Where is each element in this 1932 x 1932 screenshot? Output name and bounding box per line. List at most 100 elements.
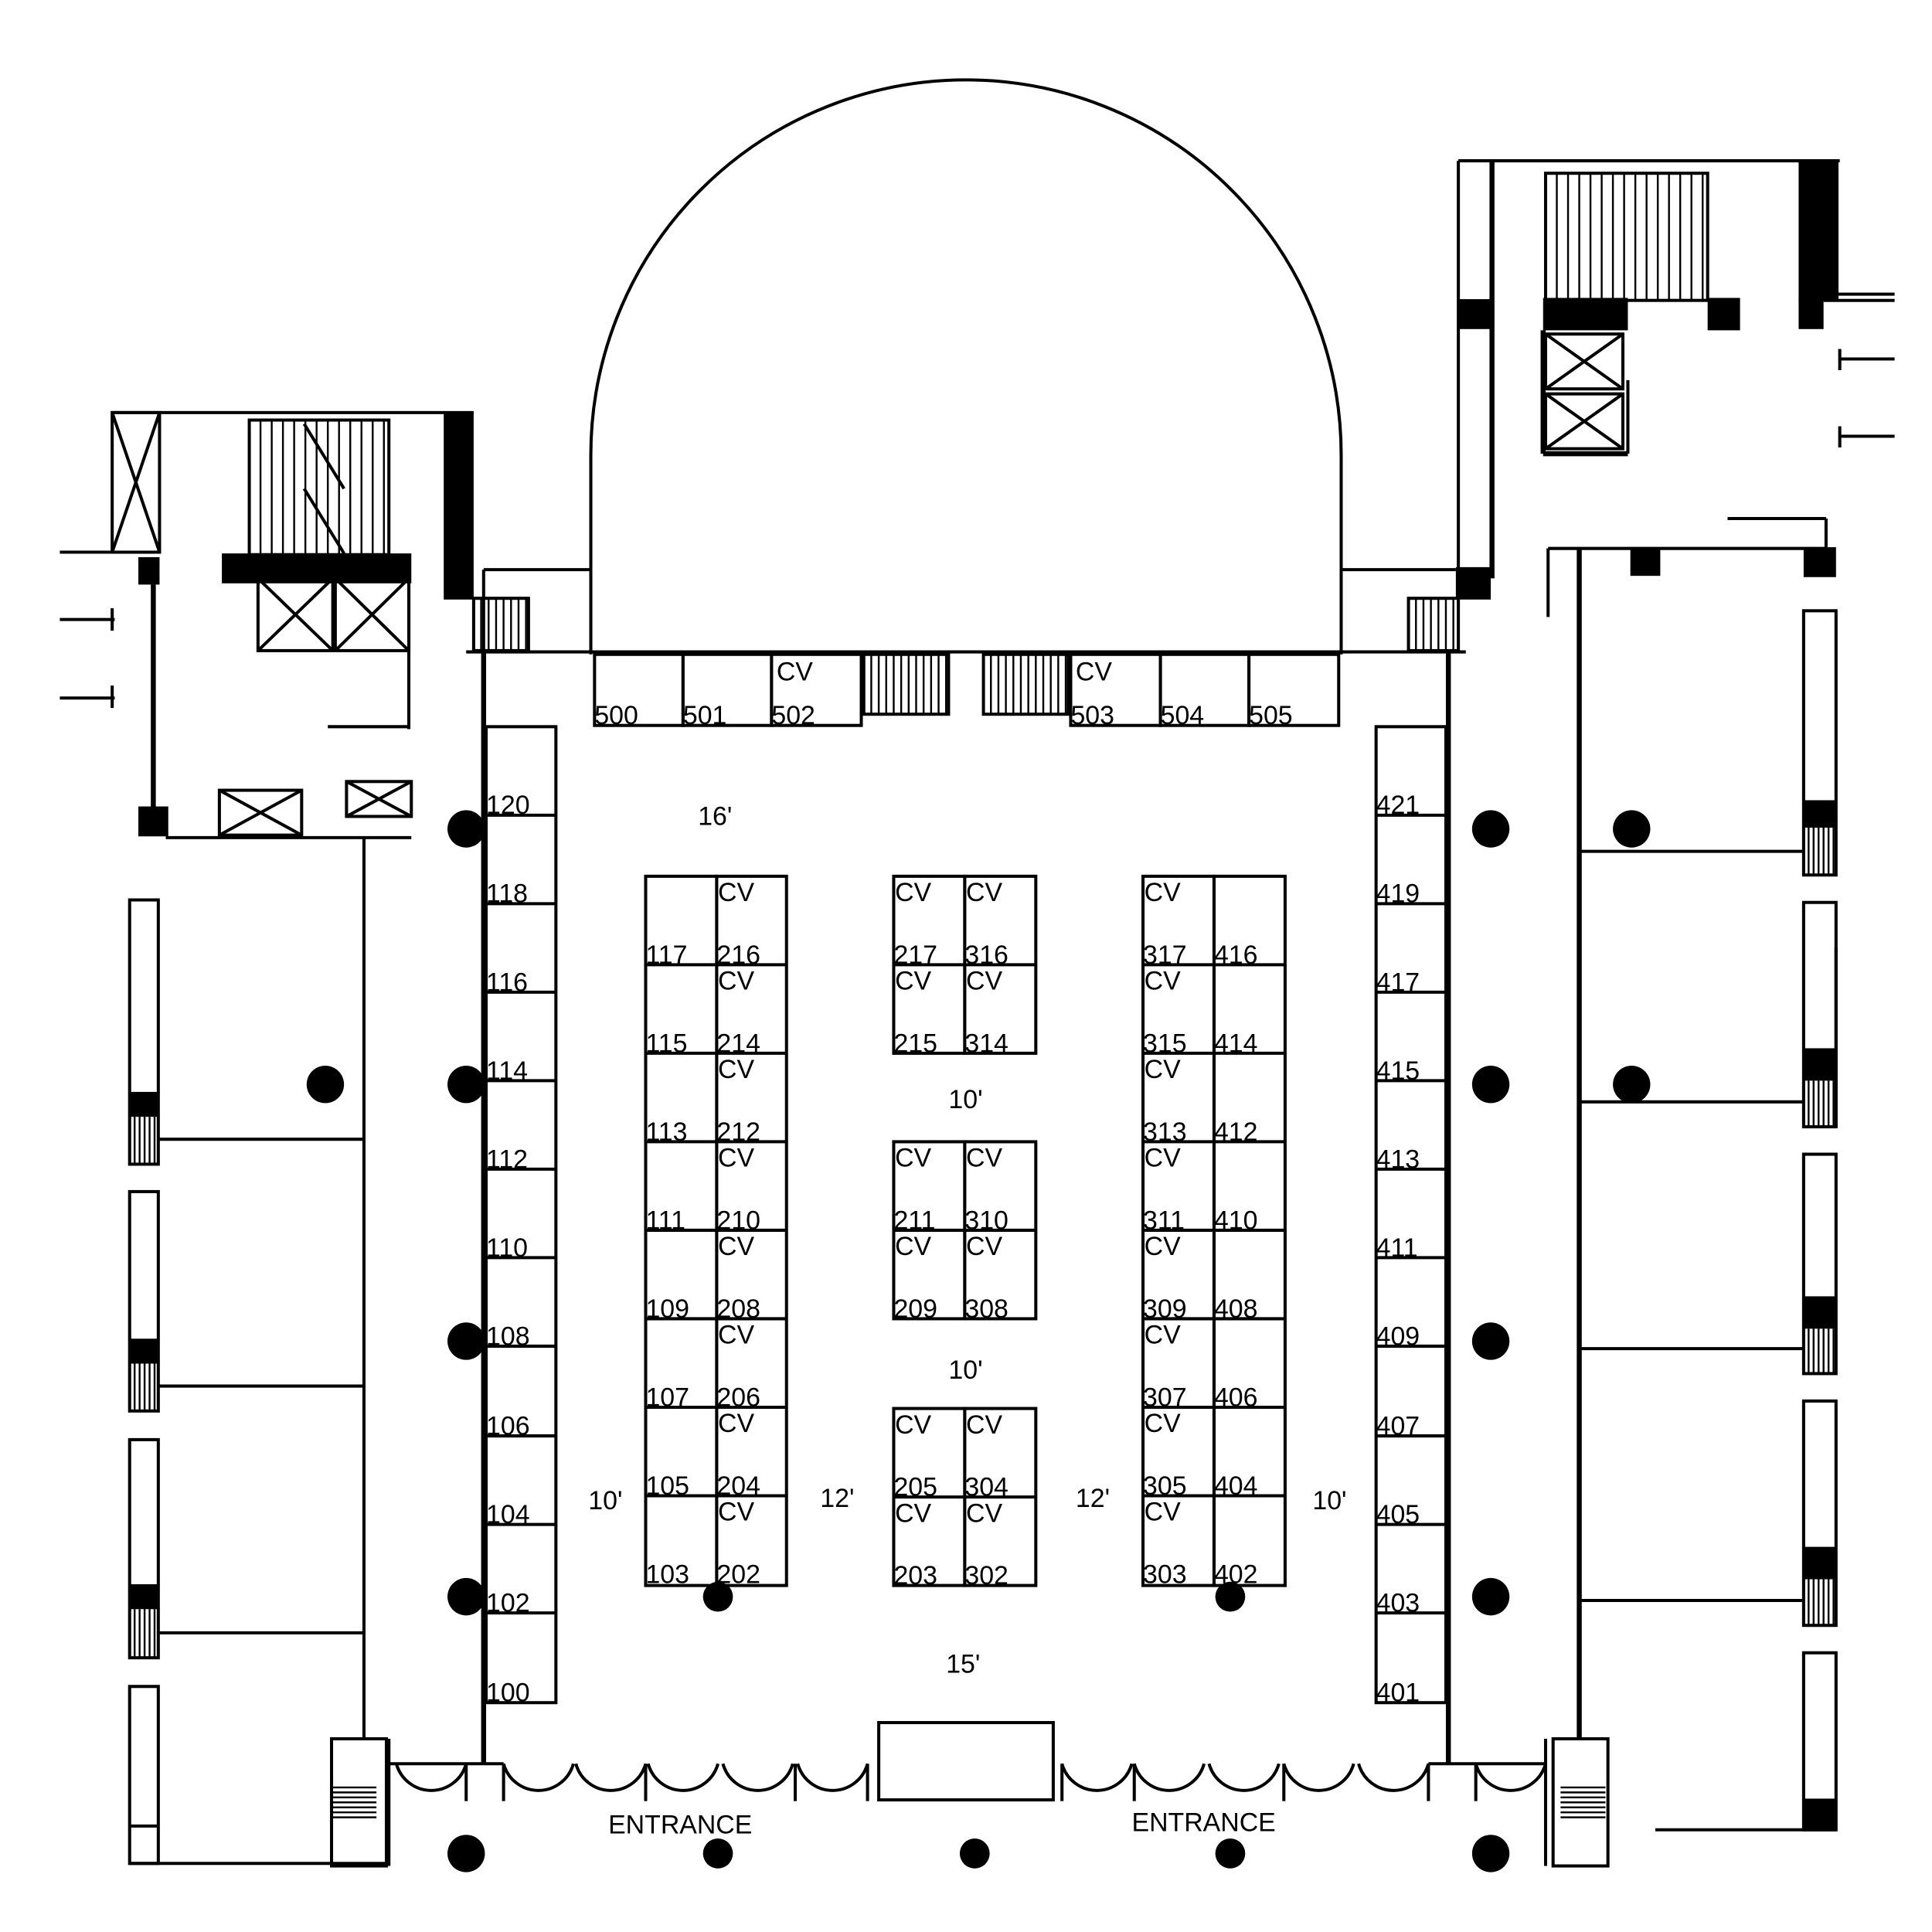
cv-tag-212: CV: [718, 1055, 754, 1084]
stair-left-dome: [471, 597, 530, 652]
right-wall-booths: 421 419 417 415 413 411 409 407 405 403 …: [1374, 725, 1447, 1708]
booth-106: 106: [486, 1411, 530, 1440]
stair-center-left: [862, 652, 951, 716]
entrance-label-right: ENTRANCE: [1132, 1808, 1276, 1837]
booth-504: 504: [1161, 701, 1205, 730]
cv-tag-502: CV: [777, 658, 813, 687]
cv-tag-316: CV: [966, 878, 1002, 907]
booth-block-a: 117 115 113 111 109 107 105 103 216 214 …: [644, 874, 788, 1589]
cv-tag-314: CV: [966, 967, 1002, 996]
booth-102: 102: [486, 1588, 530, 1617]
booth-303: 303: [1143, 1560, 1187, 1589]
booth-406: 406: [1214, 1383, 1258, 1412]
booth-116: 116: [486, 968, 528, 997]
booth-109: 109: [645, 1294, 689, 1324]
dome-stage: [466, 78, 1466, 655]
booth-411: 411: [1376, 1233, 1418, 1263]
left-wall-booths: 120 118 116 114 112 110 108 106 104 102 …: [485, 725, 558, 1708]
cv-tag-216: CV: [718, 878, 754, 907]
booth-407: 407: [1376, 1411, 1420, 1440]
booth-409: 409: [1376, 1321, 1420, 1351]
booth-120: 120: [486, 791, 530, 820]
booth-317: 317: [1143, 940, 1187, 970]
cv-tag-304: CV: [966, 1410, 1002, 1440]
cv-tag-307: CV: [1145, 1321, 1181, 1350]
cv-tag-206: CV: [718, 1321, 754, 1350]
cv-tag-308: CV: [966, 1232, 1002, 1261]
booth-302: 302: [964, 1561, 1009, 1590]
top-row-booths: 500 501 502 503 504 505 CV CV: [593, 652, 1341, 730]
cv-tag-217: CV: [895, 878, 931, 907]
cv-tag-210: CV: [718, 1144, 754, 1173]
booth-103: 103: [645, 1560, 689, 1589]
booth-413: 413: [1376, 1145, 1420, 1174]
stair-center-right: [981, 652, 1070, 716]
booth-416: 416: [1214, 940, 1258, 970]
booth-217: 217: [893, 940, 937, 970]
booth-419: 419: [1376, 879, 1420, 909]
aisle-left-outer: 10': [588, 1486, 622, 1515]
aisle-center-lower: 10': [948, 1355, 982, 1385]
booth-211: 211: [893, 1206, 935, 1235]
booth-405: 405: [1376, 1500, 1420, 1529]
booth-117: 117: [645, 940, 687, 970]
booth-315: 315: [1143, 1029, 1187, 1058]
booth-208: 208: [716, 1294, 760, 1324]
entrance-doors: [394, 1721, 1547, 1802]
booth-309: 309: [1143, 1294, 1187, 1324]
booth-308: 308: [964, 1294, 1009, 1324]
booth-205: 205: [893, 1472, 937, 1502]
columns: [306, 810, 1651, 1872]
cv-tag-214: CV: [718, 967, 754, 996]
hall-walls: [387, 651, 1548, 1866]
cv-tag-313: CV: [1145, 1055, 1181, 1084]
booth-110: 110: [486, 1233, 528, 1263]
booth-314: 314: [964, 1029, 1009, 1058]
booth-204: 204: [716, 1471, 760, 1501]
cv-tag-309: CV: [1145, 1232, 1181, 1261]
cv-tag-204: CV: [718, 1409, 754, 1438]
booth-114: 114: [486, 1056, 528, 1086]
cv-tag-209: CV: [895, 1232, 931, 1261]
booth-307: 307: [1143, 1383, 1187, 1412]
cv-tag-310: CV: [966, 1144, 1002, 1173]
booth-104: 104: [486, 1500, 530, 1529]
booth-415: 415: [1376, 1056, 1420, 1086]
booth-412: 412: [1214, 1117, 1258, 1147]
booth-313: 313: [1143, 1117, 1187, 1147]
booth-118: 118: [486, 879, 528, 909]
booth-115: 115: [645, 1029, 687, 1058]
cv-tag-205: CV: [895, 1410, 931, 1440]
booth-215: 215: [893, 1029, 937, 1058]
aisle-right-outer: 10': [1312, 1486, 1346, 1515]
booth-block-b: 217 215 316 314 211 209 310 308 205 203 …: [892, 874, 1038, 1590]
cv-tag-302: CV: [966, 1498, 1002, 1528]
booth-block-c: 317 315 313 311 309 307 305 303 416 414 …: [1141, 874, 1287, 1589]
cv-tag-215: CV: [895, 967, 931, 996]
booth-408: 408: [1214, 1294, 1258, 1324]
booth-209: 209: [893, 1294, 937, 1324]
booth-206: 206: [716, 1383, 760, 1412]
booth-501: 501: [683, 701, 727, 730]
cv-tag-203: CV: [895, 1498, 931, 1528]
aisle-dimensions: 16' 10' 10' 15' 10' 12' 12' 10': [588, 802, 1346, 1679]
entrance-label-left: ENTRANCE: [608, 1811, 752, 1840]
booth-305: 305: [1143, 1471, 1187, 1501]
stair-right-dome: [1406, 597, 1461, 652]
cv-tag-503: CV: [1076, 658, 1112, 687]
booth-310: 310: [964, 1206, 1009, 1235]
booth-108: 108: [486, 1321, 530, 1351]
booth-316: 316: [964, 940, 1009, 970]
booth-500: 500: [594, 701, 638, 730]
aisle-right-inner: 12': [1076, 1484, 1110, 1513]
cv-tag-317: CV: [1145, 878, 1181, 907]
booth-210: 210: [716, 1206, 760, 1235]
booth-311: 311: [1143, 1206, 1185, 1235]
aisle-left-inner: 12': [820, 1484, 854, 1513]
booth-304: 304: [964, 1472, 1009, 1502]
booth-216: 216: [716, 940, 760, 970]
right-service-wing: [1455, 159, 1895, 1868]
booth-113: 113: [645, 1117, 687, 1147]
booth-107: 107: [645, 1383, 689, 1412]
